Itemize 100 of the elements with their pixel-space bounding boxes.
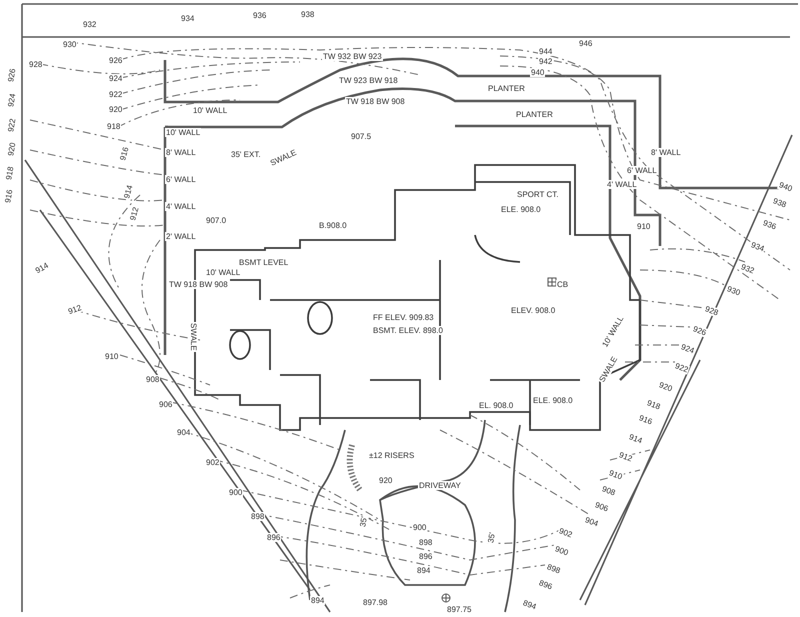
plan-annotation: 920 <box>378 476 394 485</box>
plan-annotation: 894 <box>310 596 326 605</box>
plan-annotation: ELEV. 908.0 <box>510 306 556 315</box>
plan-annotation: 910 <box>636 222 652 231</box>
plan-annotation: 894 <box>520 598 538 612</box>
plan-annotation: 10' WALL <box>192 106 228 115</box>
plan-annotation: 926 <box>108 56 124 65</box>
plan-annotation: 924 <box>678 342 696 356</box>
plan-annotation: 932 <box>82 20 98 29</box>
plan-annotation: 920 <box>6 140 18 158</box>
plan-annotation: 897.98 <box>362 598 388 607</box>
plan-annotation: 907.0 <box>205 216 228 225</box>
plan-annotation: 914 <box>33 260 51 276</box>
plan-annotation: 928 <box>28 60 44 69</box>
plan-annotation: 900 <box>412 523 428 532</box>
plan-annotation: CB <box>556 280 570 289</box>
plan-annotation: 912 <box>616 450 634 464</box>
plan-annotation: 906 <box>592 500 610 514</box>
plan-annotation: 906 <box>158 400 174 409</box>
plan-annotation: 928 <box>702 304 720 318</box>
plan-annotation: TW 918 BW 908 <box>168 280 229 289</box>
plan-annotation: 6' WALL <box>165 175 197 184</box>
plan-annotation: 35' <box>486 530 498 545</box>
plan-annotation: 896 <box>418 552 434 561</box>
plan-annotation: 926 <box>6 66 18 84</box>
plan-annotation: 897.75 <box>446 605 472 614</box>
plan-annotation: 940 <box>530 68 546 77</box>
plan-annotation: 916 <box>118 145 131 162</box>
plan-annotation: 8' WALL <box>165 148 197 157</box>
plan-annotation: 896 <box>536 578 554 592</box>
plan-annotation: 932 <box>738 262 756 276</box>
plan-annotation: 900 <box>228 488 244 497</box>
plan-annotation: 936 <box>760 218 778 232</box>
plan-annotation: 934 <box>748 240 766 254</box>
plan-annotation: TW 918 BW 908 <box>345 97 406 106</box>
plan-annotation: 918 <box>106 122 122 131</box>
plan-annotation: 898 <box>544 562 562 576</box>
plan-annotation: BSMT LEVEL <box>238 258 290 267</box>
plan-annotation: 944 <box>538 47 554 56</box>
plan-annotation: 940 <box>776 180 794 194</box>
plan-annotation: 910 <box>104 352 120 361</box>
plan-annotation: 918 <box>4 164 16 182</box>
plan-annotation: 907.5 <box>350 132 372 141</box>
plan-annotation: SWALE <box>189 322 198 352</box>
plan-annotation: TW 923 BW 918 <box>338 76 399 85</box>
plan-annotation: 908 <box>145 375 160 384</box>
plan-annotation: 938 <box>770 196 788 210</box>
plan-annotation: 904 <box>582 515 600 529</box>
plan-annotation: 898 <box>418 538 434 547</box>
plan-annotation: 916 <box>636 413 654 427</box>
plan-annotation: 922 <box>108 90 124 99</box>
plan-annotation: ELE. 908.0 <box>532 396 574 405</box>
plan-annotation: TW 932 BW 923 <box>322 52 383 61</box>
plan-annotation: 914 <box>626 432 644 446</box>
plan-annotation: 926 <box>690 324 708 338</box>
plan-annotation: 904 <box>176 428 192 437</box>
plan-annotation: 4' WALL <box>165 202 197 211</box>
plan-annotation: 924 <box>6 92 18 109</box>
plan-annotation: 916 <box>3 188 15 205</box>
plan-annotation: PLANTER <box>487 84 526 93</box>
plan-annotation: DRIVEWAY <box>418 481 462 490</box>
plan-annotation: 910 <box>606 468 624 482</box>
plan-annotation: 918 <box>644 398 662 412</box>
plan-annotation: 2' WALL <box>165 232 197 241</box>
plan-annotation: 894 <box>416 566 432 575</box>
plan-annotation: EL. 908.0 <box>478 401 514 410</box>
plan-annotation: 946 <box>578 39 594 48</box>
plan-annotation: 920 <box>656 380 674 394</box>
plan-annotation: 10' WALL <box>205 268 242 277</box>
plan-annotation: 912 <box>66 302 84 316</box>
plan-annotation: SPORT CT. <box>516 190 560 199</box>
plan-annotation: BSMT. ELEV. 898.0 <box>372 326 444 335</box>
plan-annotation: 938 <box>300 10 316 19</box>
plan-annotation: 908 <box>600 484 618 498</box>
plan-annotation: 934 <box>180 14 196 23</box>
plan-annotation: 902 <box>205 458 220 467</box>
plan-annotation: 896 <box>266 533 282 542</box>
plan-annotation: 922 <box>6 116 18 134</box>
plan-annotation: 35' <box>358 514 370 529</box>
plan-annotation: 898 <box>250 512 266 521</box>
plan-annotation: B.908.0 <box>318 221 348 230</box>
plan-annotation: 912 <box>128 205 141 222</box>
plan-annotation: 922 <box>672 361 690 375</box>
plan-annotation: 902 <box>556 526 574 540</box>
plan-annotation: FF ELEV. 909.83 <box>372 313 435 322</box>
plan-annotation: 35' EXT. <box>230 150 262 159</box>
plan-annotation: 920 <box>108 105 124 114</box>
plan-annotation: 6' WALL <box>626 166 658 175</box>
plan-annotation: 936 <box>252 11 268 20</box>
plan-annotation: PLANTER <box>515 110 554 119</box>
plan-annotation: 924 <box>108 74 124 83</box>
plan-annotation: 930 <box>62 40 78 49</box>
plan-annotation: 4' WALL <box>606 180 638 189</box>
plan-annotation: ±12 RISERS <box>368 451 416 460</box>
plan-annotation: 942 <box>538 57 554 66</box>
plan-annotation: 900 <box>552 544 570 558</box>
plan-annotation: 10' WALL <box>165 128 202 137</box>
plan-annotation: 930 <box>724 284 742 298</box>
plan-annotation: 8' WALL <box>650 148 682 157</box>
plan-annotation: 914 <box>122 183 135 200</box>
